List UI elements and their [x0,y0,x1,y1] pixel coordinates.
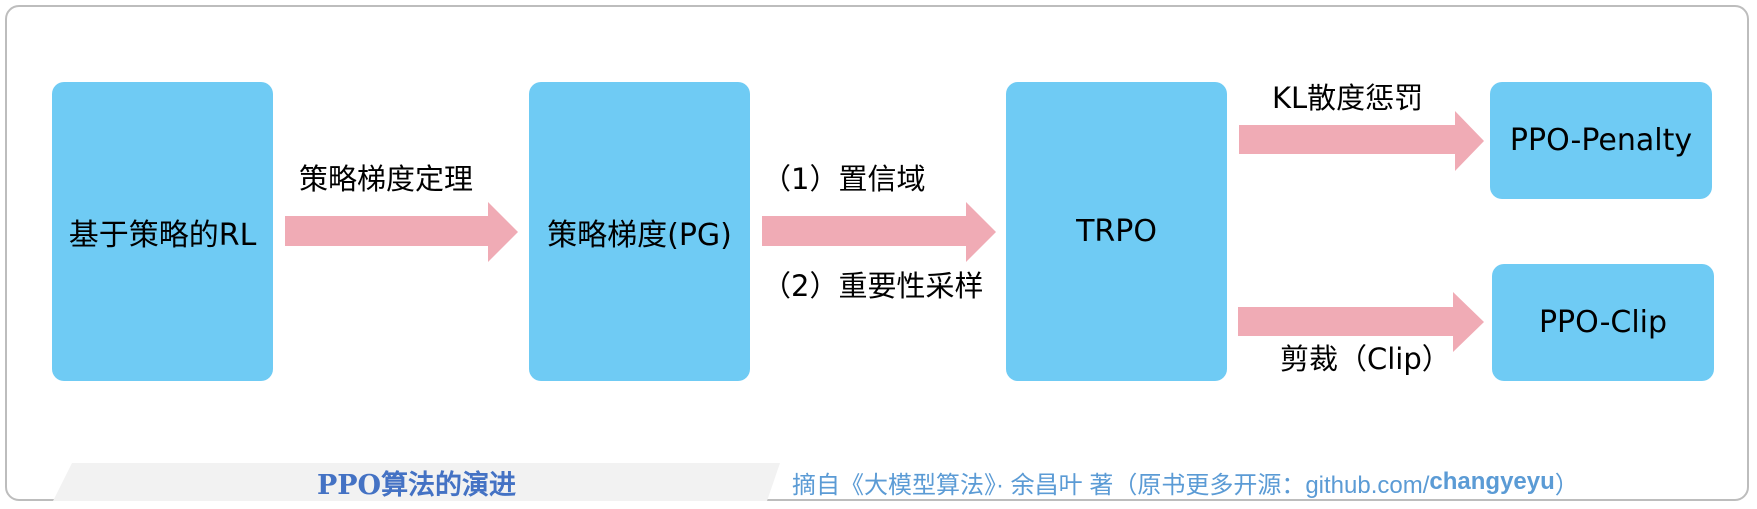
node-label: PPO-Clip [1538,305,1668,340]
edge-label-clip: 剪裁（Clip） [1280,342,1451,376]
edge-label-policy-gradient-theorem: 策略梯度定理 [299,162,474,196]
source-attribution: 摘自《大模型算法》· 余昌叶 著（原书更多开源：github.com/chang… [792,464,1579,500]
right-arrow-icon [762,202,996,262]
node-policy-based-rl: 基于策略的RL [52,82,273,381]
source-github-user: changyeyu [1429,468,1555,495]
node-trpo: TRPO [1006,82,1227,381]
edge-label-trust-region: （1）置信域 [762,162,926,196]
node-ppo-clip: PPO-Clip [1492,264,1714,381]
diagram-frame [5,5,1749,501]
source-prefix: 摘自《大模型算法》· 余昌叶 著（原书更多开源：github.com/ [792,471,1430,499]
node-label: PPO-Penalty [1509,123,1693,158]
right-arrow-icon [1238,292,1484,352]
arrow-pg-to-trpo [762,202,996,262]
arrow-trpo-to-penalty [1239,111,1484,171]
node-label: 基于策略的RL [68,217,257,253]
node-label: TRPO [1076,214,1157,249]
edge-label-importance-sampling: （2）重要性采样 [762,269,984,303]
banner-background [53,463,780,501]
right-arrow-icon [1239,111,1484,171]
node-policy-gradient: 策略梯度(PG) [529,82,750,381]
node-ppo-penalty: PPO-Penalty [1490,82,1712,199]
node-label: 策略梯度(PG) [547,217,732,253]
right-arrow-icon [285,202,518,262]
arrow-trpo-to-clip [1238,292,1484,352]
footer-banner: PPO算法的演进 [53,463,780,501]
arrow-rl-to-pg [285,202,518,262]
figure-title: PPO算法的演进 [316,469,517,501]
edge-label-kl-penalty: KL散度惩罚 [1272,81,1424,115]
source-suffix: ） [1554,471,1579,499]
